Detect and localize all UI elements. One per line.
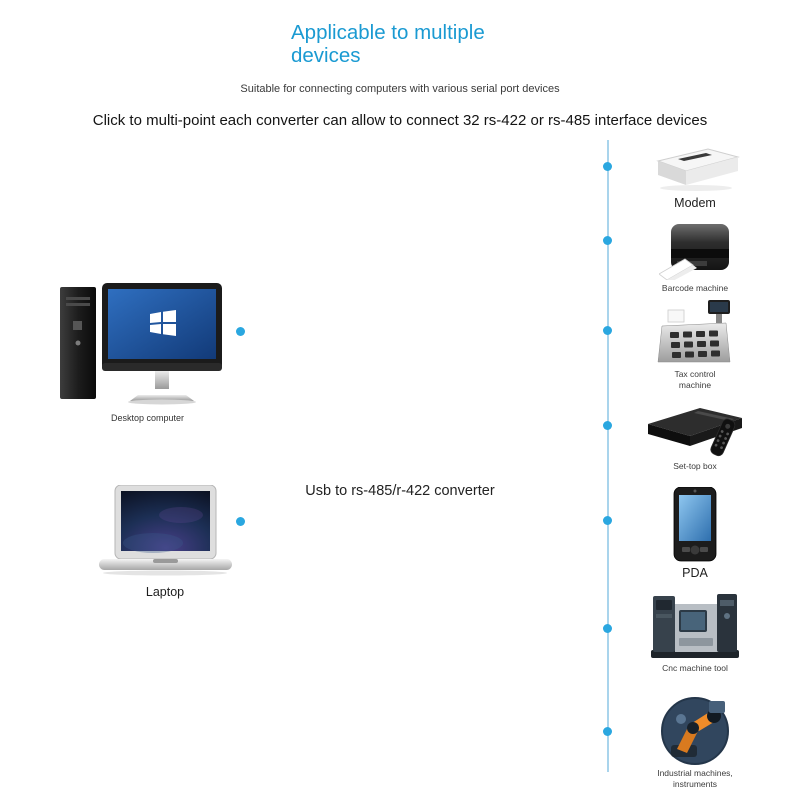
connection-dot — [603, 421, 612, 430]
connection-dot — [603, 727, 612, 736]
tax-control-machine-image — [657, 300, 731, 363]
page-subtitle: Suitable for connecting computers with v… — [240, 83, 560, 95]
device-modem: Modem — [635, 145, 755, 210]
device-label: Modem — [674, 196, 716, 210]
device-barcode-machine: Barcode machine — [635, 222, 755, 294]
barcode-machine-image — [659, 224, 729, 280]
connection-dot — [603, 326, 612, 335]
device-label: Cnc machine tool — [662, 663, 728, 673]
set-top-box-image — [648, 408, 742, 457]
device-label: PDA — [682, 566, 708, 580]
connection-dot — [603, 624, 612, 633]
desktop-computer-image — [59, 283, 222, 405]
device-set-top-box: Set-top box — [635, 400, 755, 472]
cnc-machine-tool-image — [651, 594, 739, 658]
device-desktop-computer: Desktop computer — [55, 283, 240, 423]
pda-image — [673, 487, 717, 562]
device-label: Tax control machine — [674, 369, 716, 390]
device-industrial-machines: Industrial machines, instruments — [635, 697, 755, 789]
connection-dot — [603, 516, 612, 525]
modem-image — [655, 148, 740, 191]
page-title: Applicable to multiple devices — [291, 21, 485, 67]
device-cnc-machine-tool: Cnc machine tool — [635, 590, 755, 674]
device-laptop: Laptop — [90, 484, 240, 599]
device-pda: PDA — [635, 487, 755, 580]
industrial-machines-image — [661, 697, 729, 765]
connection-dot — [603, 162, 612, 171]
device-label: Desktop computer — [110, 413, 185, 423]
connector-line — [607, 140, 609, 772]
device-label: Set-top box — [673, 461, 717, 471]
headline: Click to multi-point each converter can … — [92, 112, 708, 129]
device-tax-control-machine: Tax control machine — [635, 300, 755, 390]
device-label: Industrial machines, instruments — [657, 768, 733, 789]
connection-dot — [603, 236, 612, 245]
converter-label: Usb to rs-485/r-422 converter — [305, 483, 495, 499]
connection-dot — [236, 327, 245, 336]
connection-dot — [236, 517, 245, 526]
device-label: Laptop — [145, 585, 185, 599]
laptop-image — [98, 484, 232, 576]
device-label: Barcode machine — [661, 283, 729, 293]
